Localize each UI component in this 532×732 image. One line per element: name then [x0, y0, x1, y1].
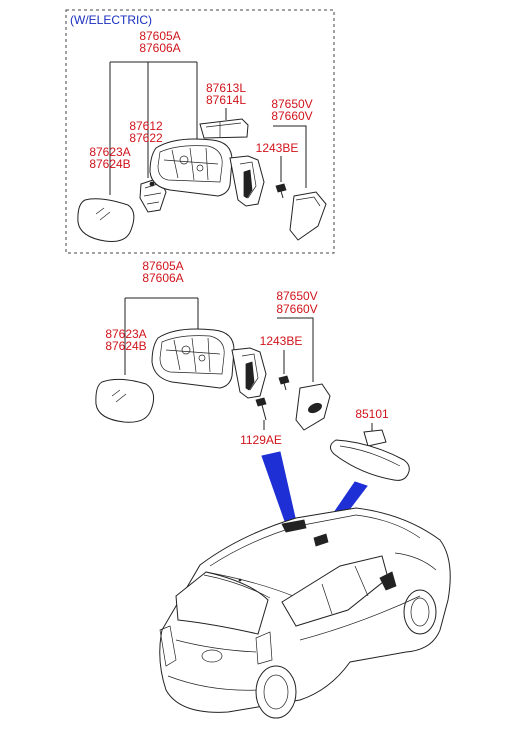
- top-actuator-label: 87612 87622: [129, 119, 163, 145]
- bottom-screw-part: [278, 375, 290, 391]
- svg-text:87624B: 87624B: [105, 339, 146, 353]
- vehicle-illustration: [159, 507, 451, 719]
- electric-group-label: (W/ELECTRIC): [70, 13, 152, 27]
- svg-text:87650V: 87650V: [276, 289, 317, 303]
- svg-text:87606A: 87606A: [139, 41, 180, 55]
- top-mirror-housing: [149, 138, 265, 207]
- bottom-garnish-label: 87650V 87660V: [276, 289, 317, 316]
- svg-text:87623A: 87623A: [89, 145, 130, 159]
- bottom-bolt-part: [255, 397, 267, 421]
- svg-text:87660V: 87660V: [271, 109, 312, 123]
- top-mirror-assy-label: 87605A 87606A: [139, 29, 180, 55]
- bottom-screw-label: 1243BE: [260, 334, 303, 348]
- bottom-garnish-part: [295, 383, 331, 431]
- top-garnish-leader: [273, 125, 307, 188]
- svg-text:87622: 87622: [129, 131, 163, 145]
- top-screw-part: [275, 183, 287, 199]
- top-garnish-part: [289, 191, 327, 241]
- top-glass-label: 87623A 87624B: [89, 145, 130, 171]
- bottom-garnish-leader: [277, 317, 314, 382]
- callout-arrow-outside-mirror: [261, 451, 297, 525]
- bottom-mirror-housing: [151, 328, 267, 399]
- inside-rear-view-mirror: [330, 429, 410, 481]
- svg-text:87624B: 87624B: [89, 157, 130, 171]
- svg-text:87613L: 87613L: [206, 81, 246, 95]
- top-mirror-assy-leader: [109, 61, 198, 195]
- svg-text:87612: 87612: [129, 119, 163, 133]
- svg-text:87605A: 87605A: [139, 29, 180, 43]
- svg-text:87650V: 87650V: [271, 97, 312, 111]
- svg-text:87605A: 87605A: [142, 259, 183, 273]
- svg-text:87606A: 87606A: [142, 271, 183, 285]
- top-garnish-label: 87650V 87660V: [271, 97, 312, 123]
- bottom-bolt-label: 1129AE: [240, 433, 282, 447]
- svg-text:87660V: 87660V: [276, 302, 317, 316]
- inside-mirror-label: 85101: [355, 407, 389, 421]
- top-mirror-glass: [77, 198, 135, 242]
- top-cover-label: 87613L 87614L: [206, 81, 246, 107]
- top-cover-part: [199, 118, 249, 139]
- bottom-glass-label: 87623A 87624B: [105, 327, 146, 353]
- svg-text:87623A: 87623A: [105, 327, 146, 341]
- bottom-mirror-assy-leader: [124, 297, 199, 375]
- bottom-mirror-assy-label: 87605A 87606A: [142, 259, 183, 285]
- svg-text:87614L: 87614L: [206, 93, 246, 107]
- top-screw-label: 1243BE: [256, 141, 299, 155]
- bottom-mirror-glass: [95, 378, 155, 423]
- electric-group-frame: [65, 9, 335, 254]
